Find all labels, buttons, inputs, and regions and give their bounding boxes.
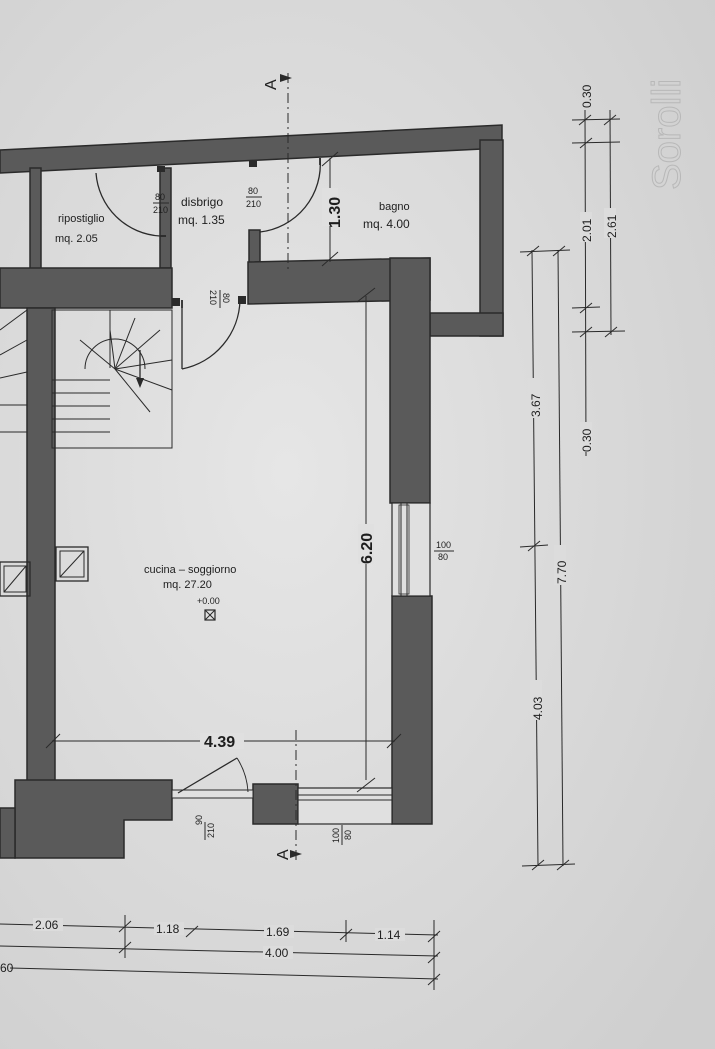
wall-south-pier bbox=[252, 783, 299, 825]
section-mark-top: A bbox=[263, 79, 280, 90]
wall-bagno-east bbox=[479, 139, 504, 337]
door-swings bbox=[95, 157, 321, 370]
svg-text:80: 80 bbox=[343, 830, 353, 840]
svg-text:210: 210 bbox=[208, 290, 218, 305]
svg-text:100: 100 bbox=[331, 828, 341, 843]
svg-text:1.30: 1.30 bbox=[327, 197, 344, 228]
opening-label-ripostiglio: 80 210 bbox=[153, 192, 169, 215]
dim-cucina-depth: 6.20 bbox=[358, 524, 376, 564]
svg-text:210: 210 bbox=[246, 199, 261, 209]
svg-text:210: 210 bbox=[153, 205, 168, 215]
svg-text:4.03: 4.03 bbox=[531, 696, 545, 720]
opening-label-bagno: 80 210 bbox=[246, 186, 262, 209]
wall-middle-left bbox=[0, 267, 173, 309]
room-area-bagno: mq. 4.00 bbox=[363, 217, 410, 231]
dim-far-right-labels: 0.30 2.01 2.61 0.30 bbox=[580, 84, 619, 452]
svg-text:0.30: 0.30 bbox=[580, 428, 594, 452]
room-area-disbrigo: mq. 1.35 bbox=[178, 213, 225, 227]
shafts bbox=[0, 546, 89, 597]
room-name-ripostiglio: ripostiglio bbox=[58, 213, 104, 225]
dim-bagno-depth: 1.30 bbox=[322, 188, 344, 228]
wall-left-edge bbox=[0, 807, 16, 859]
room-area-ripostiglio: mq. 2.05 bbox=[55, 233, 98, 245]
room-area-cucina: mq. 27.20 bbox=[163, 579, 212, 591]
svg-text:2.01: 2.01 bbox=[580, 218, 594, 242]
level-marker-icon bbox=[204, 609, 216, 621]
svg-text:210: 210 bbox=[206, 823, 216, 838]
svg-text:2.61: 2.61 bbox=[605, 214, 619, 238]
svg-text:80: 80 bbox=[438, 552, 448, 562]
svg-text:80: 80 bbox=[221, 293, 231, 303]
room-level-cucina: +0.00 bbox=[197, 596, 220, 606]
svg-text:1.18: 1.18 bbox=[156, 922, 180, 936]
opening-label-window-east: 100 80 bbox=[434, 540, 454, 562]
wall-west bbox=[26, 307, 56, 789]
window-south bbox=[297, 787, 393, 825]
wall-bagno-south bbox=[429, 312, 504, 337]
bottom-dimension-chains bbox=[0, 915, 441, 990]
window-east bbox=[391, 502, 431, 597]
staircase bbox=[0, 309, 173, 449]
opening-label-door-entrance: 90 210 bbox=[194, 815, 216, 840]
svg-text:7.70: 7.70 bbox=[555, 560, 569, 584]
svg-text:4.00: 4.00 bbox=[265, 946, 289, 960]
svg-text:1.69: 1.69 bbox=[266, 925, 290, 939]
svg-text:60: 60 bbox=[0, 961, 14, 975]
dim-cucina-width: 4.39 bbox=[200, 733, 244, 751]
svg-text:2.06: 2.06 bbox=[35, 918, 59, 932]
wall-partition-disbrigo-west bbox=[159, 167, 172, 269]
svg-text:3.67: 3.67 bbox=[529, 393, 543, 417]
door-entrance bbox=[171, 757, 254, 799]
opening-label-window-south: 100 80 bbox=[331, 825, 353, 845]
dim-bottom-labels: 2.06 1.18 1.69 1.14 4.00 60 bbox=[0, 918, 405, 975]
svg-text:80: 80 bbox=[248, 186, 258, 196]
svg-text:0.30: 0.30 bbox=[580, 84, 594, 108]
svg-text:4.39: 4.39 bbox=[204, 734, 235, 751]
dim-right-labels: 3.67 4.03 7.70 bbox=[528, 378, 569, 720]
walls bbox=[0, 124, 504, 859]
svg-text:100: 100 bbox=[436, 540, 451, 550]
svg-text:90: 90 bbox=[194, 815, 204, 825]
svg-text:80: 80 bbox=[155, 192, 165, 202]
section-mark-bottom: A bbox=[275, 849, 292, 860]
wall-east-upper bbox=[389, 257, 431, 504]
wall-partition-ripostiglio bbox=[29, 167, 42, 273]
watermark-stamp: Sorolli bbox=[645, 79, 689, 190]
room-name-cucina: cucina – soggiorno bbox=[144, 564, 236, 576]
room-name-bagno: bagno bbox=[379, 201, 410, 213]
svg-text:6.20: 6.20 bbox=[359, 533, 376, 564]
section-line bbox=[280, 73, 302, 860]
opening-label-disbrigo: 80 210 bbox=[208, 290, 231, 308]
wall-east-lower bbox=[391, 595, 433, 825]
room-name-disbrigo: disbrigo bbox=[181, 195, 223, 209]
svg-text:1.14: 1.14 bbox=[377, 928, 401, 942]
